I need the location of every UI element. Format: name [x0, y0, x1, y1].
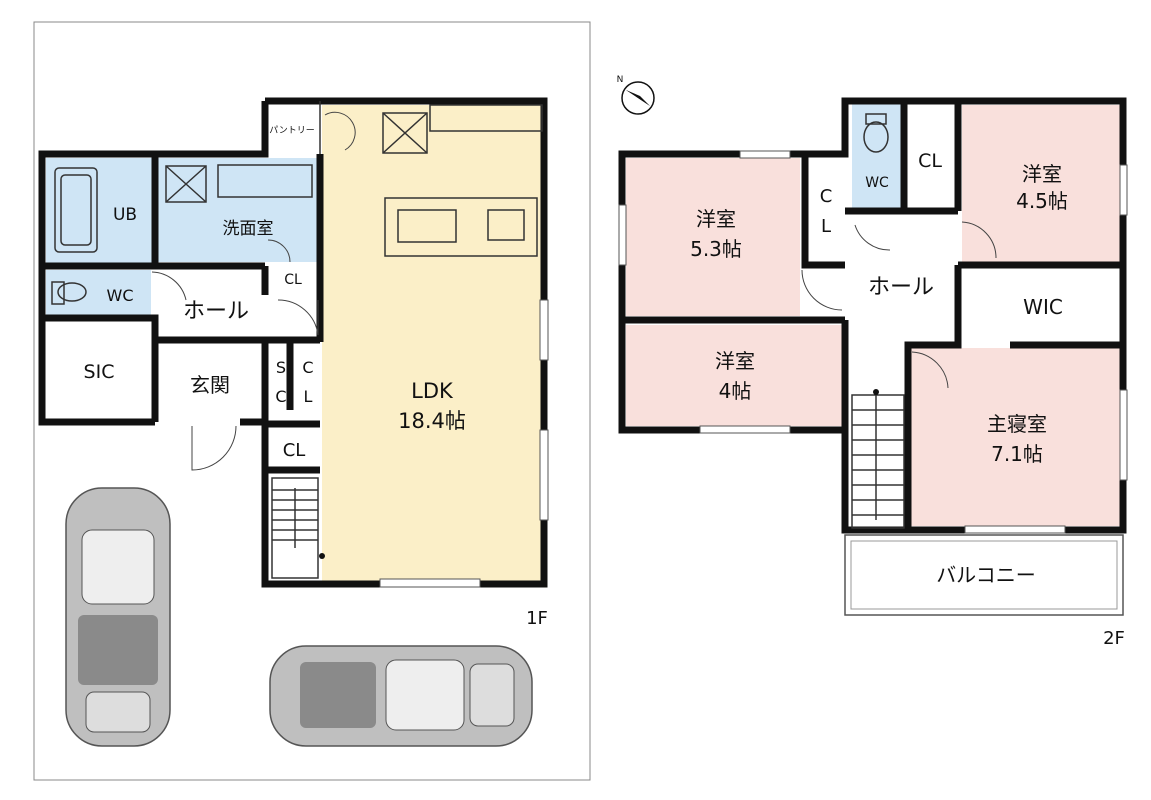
window-1f-right2	[539, 429, 549, 521]
door-2f-4[interactable]	[911, 351, 949, 389]
stairs-icon-2f	[851, 389, 905, 529]
lot-boundary	[33, 21, 591, 781]
label-western3-name: 洋室	[715, 349, 755, 373]
door-2f-1[interactable]	[801, 269, 843, 311]
label-washroom: 洗面室	[223, 219, 274, 239]
label-ldk-size: 18.4帖	[398, 409, 466, 433]
ldk-fill	[322, 105, 544, 581]
inner-wall-7	[261, 424, 320, 474]
label-cl-2f-l: L	[821, 216, 831, 237]
kitchen-island	[384, 197, 538, 257]
balcony-outline	[844, 534, 1124, 616]
wc1-fill	[46, 270, 151, 315]
toilet-icon-2f	[863, 113, 889, 153]
label-cl-v-l: L	[304, 387, 313, 406]
pantry-wall	[38, 101, 269, 426]
master-fill	[908, 348, 1120, 526]
washbasin-icon	[217, 164, 313, 198]
label-entrance: 玄関	[190, 373, 230, 397]
label-pantry: パントリー	[269, 125, 314, 136]
label-wc-2f: WC	[865, 175, 889, 191]
western1-fill	[626, 158, 800, 316]
label-wic: WIC	[1023, 295, 1063, 319]
floor-label-1f: 1F	[526, 608, 548, 629]
wc-door[interactable]	[151, 271, 187, 301]
label-sc-c: C	[275, 387, 286, 406]
hall-door[interactable]	[277, 299, 319, 336]
label-ldk-name: LDK	[411, 379, 454, 403]
wc2-fill	[852, 104, 902, 208]
compass-north-label: N	[617, 75, 624, 85]
inner-wall-3	[42, 314, 159, 422]
washroom-fill	[158, 158, 320, 262]
2f-wall-7	[904, 265, 962, 530]
window-2f-6	[618, 204, 627, 266]
window-2f-5	[1119, 389, 1128, 481]
label-cl-2f-c: C	[820, 186, 833, 207]
label-cl-2f: CL	[918, 150, 942, 172]
balcony-inner	[850, 540, 1118, 610]
car-icon	[65, 487, 171, 747]
washer-box	[165, 165, 207, 203]
toilet-icon	[51, 281, 87, 305]
western3-fill	[626, 325, 844, 426]
door-2f-2[interactable]	[854, 224, 891, 251]
kitchen-counter	[429, 104, 543, 132]
window-2f-1	[739, 150, 791, 159]
ldk-walls	[261, 97, 548, 588]
label-cl-lower: CL	[283, 440, 306, 461]
label-ub: UB	[113, 205, 137, 225]
car-icon-2	[269, 645, 533, 747]
label-hall-2f: ホール	[868, 275, 934, 300]
entrance-door[interactable]	[191, 425, 237, 471]
label-balcony: バルコニー	[936, 563, 1036, 587]
door-2f-3[interactable]	[961, 221, 997, 259]
window-2f-2	[699, 425, 791, 434]
label-western3-size: 4帖	[719, 379, 752, 403]
compass-icon	[621, 81, 655, 115]
label-western1-name: 洋室	[696, 207, 736, 231]
label-master-size: 7.1帖	[991, 442, 1043, 466]
label-cl-v-c: C	[302, 358, 313, 377]
window-1f-bottom	[379, 578, 481, 588]
label-hall: ホール	[183, 299, 249, 324]
2f-wall-2	[801, 154, 845, 269]
window-1f-right	[539, 299, 549, 361]
refrigerator-box	[382, 112, 428, 154]
label-master-name: 主寝室	[987, 412, 1047, 436]
label-western2-size: 4.5帖	[1016, 189, 1068, 213]
stove-icon	[487, 209, 525, 241]
bathtub-icon	[54, 167, 98, 253]
washroom-door[interactable]	[267, 239, 291, 263]
stairs-icon	[271, 477, 325, 579]
label-western1-size: 5.3帖	[690, 237, 742, 261]
inner-wall-4	[155, 336, 324, 344]
label-sic: SIC	[84, 361, 115, 383]
label-wc: WC	[107, 286, 134, 305]
label-western2-name: 洋室	[1022, 162, 1062, 186]
pantry-door[interactable]	[324, 111, 356, 151]
sink-icon	[397, 209, 457, 243]
window-2f-4	[1119, 164, 1128, 216]
label-sc-s: S	[276, 358, 286, 377]
label-cl-small: CL	[284, 272, 302, 288]
window-2f-3	[964, 525, 1066, 534]
floor-label-2f: 2F	[1103, 628, 1125, 649]
